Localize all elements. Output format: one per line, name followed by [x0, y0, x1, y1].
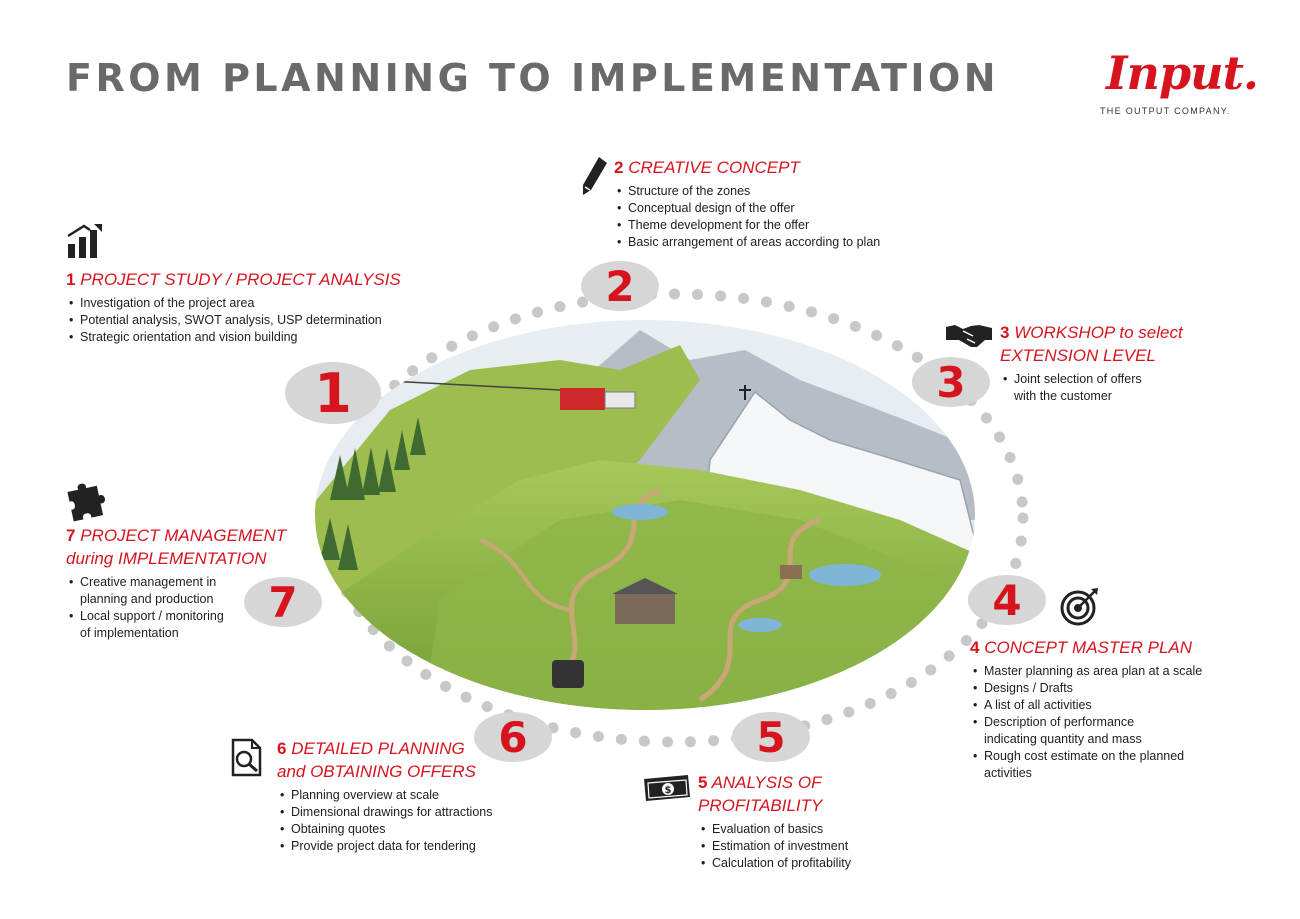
- logo-tagline: THE OUTPUT COMPANY.: [1100, 106, 1231, 116]
- list-item: Creative management in: [66, 574, 316, 591]
- step-1-list: Investigation of the project area Potent…: [66, 295, 426, 346]
- money-icon: $: [644, 775, 690, 801]
- list-item: Joint selection of offers: [1000, 371, 1220, 388]
- list-item: A list of all activities: [970, 697, 1260, 714]
- step-5-list: Evaluation of basics Estimation of inves…: [698, 821, 918, 872]
- step-3-title-text: WORKSHOP to select: [1014, 323, 1183, 342]
- list-item: Local support / monitoring: [66, 608, 316, 625]
- list-item: Designs / Drafts: [970, 680, 1260, 697]
- list-item: Potential analysis, SWOT analysis, USP d…: [66, 312, 426, 329]
- step-3-title-line2: EXTENSION LEVEL: [1000, 346, 1156, 365]
- step-2-block: 2 CREATIVE CONCEPT Structure of the zone…: [614, 156, 934, 251]
- input-logo: Input. THE OUTPUT COMPANY.: [1100, 46, 1259, 116]
- list-item: Basic arrangement of areas according to …: [614, 234, 934, 251]
- list-item-continued: activities: [984, 766, 1032, 780]
- step-3-badge: 3: [912, 357, 990, 407]
- step-4-number: 4: [970, 638, 980, 657]
- step-6-title-line2: and OBTAINING OFFERS: [277, 762, 477, 781]
- document-search-icon: [231, 738, 262, 777]
- step-5-title-line2: PROFITABILITY: [698, 796, 823, 815]
- list-item-continued: planning and production: [80, 592, 214, 606]
- step-7-list: Creative management in planning and prod…: [66, 574, 316, 642]
- list-item-continued: indicating quantity and mass: [984, 732, 1142, 746]
- step-2-title: 2 CREATIVE CONCEPT: [614, 156, 934, 179]
- step-7-title: 7 PROJECT MANAGEMENT during IMPLEMENTATIO…: [66, 524, 316, 570]
- step-7-block: 7 PROJECT MANAGEMENT during IMPLEMENTATIO…: [66, 524, 316, 642]
- step-4-title-text: CONCEPT MASTER PLAN: [984, 638, 1193, 657]
- step-6-title: 6 DETAILED PLANNING and OBTAINING OFFERS: [277, 737, 547, 783]
- step-7-title-text: PROJECT MANAGEMENT: [80, 526, 287, 545]
- step-5-badge: 5: [732, 712, 810, 762]
- step-1-title: 1 PROJECT STUDY / PROJECT ANALYSIS: [66, 268, 426, 291]
- list-item: Calculation of profitability: [698, 855, 918, 872]
- handshake-icon: [946, 325, 992, 347]
- step-4-block: 4 CONCEPT MASTER PLAN Master planning as…: [970, 636, 1260, 782]
- step-1-number: 1: [66, 270, 76, 289]
- step-5-block: 5 ANALYSIS OF PROFITABILITY Evaluation of…: [698, 771, 918, 872]
- step-6-badge: 6: [474, 712, 552, 762]
- list-item: Rough cost estimate on the planned: [970, 748, 1260, 765]
- step-4-title: 4 CONCEPT MASTER PLAN: [970, 636, 1260, 659]
- step-3-number: 3: [1000, 323, 1010, 342]
- list-item: Master planning as area plan at a scale: [970, 663, 1260, 680]
- page-title: FROM PLANNING TO IMPLEMENTATION: [66, 56, 1000, 100]
- step-1-badge: 1: [285, 362, 381, 425]
- list-item: Theme development for the offer: [614, 217, 934, 234]
- step-6-title-text: DETAILED PLANNING: [291, 739, 465, 758]
- pencil-icon: [583, 157, 607, 195]
- list-item: Estimation of investment: [698, 838, 918, 855]
- list-item: Strategic orientation and vision buildin…: [66, 329, 426, 346]
- step-7-number: 7: [66, 526, 76, 545]
- list-item: Dimensional drawings for attractions: [277, 804, 547, 821]
- step-1-title-text: PROJECT STUDY / PROJECT ANALYSIS: [80, 270, 401, 289]
- step-5-title: 5 ANALYSIS OF PROFITABILITY: [698, 771, 918, 817]
- svg-text:$: $: [665, 785, 672, 796]
- list-item: Evaluation of basics: [698, 821, 918, 838]
- list-item-continued: with the customer: [1014, 389, 1112, 403]
- puzzle-icon: [67, 483, 105, 522]
- step-5-title-text: ANALYSIS OF: [711, 773, 822, 792]
- list-item: Obtaining quotes: [277, 821, 547, 838]
- step-2-number: 2: [614, 158, 624, 177]
- list-item: Investigation of the project area: [66, 295, 426, 312]
- list-item: Structure of the zones: [614, 183, 934, 200]
- list-item: Provide project data for tendering: [277, 838, 547, 855]
- step-6-number: 6: [277, 739, 287, 758]
- step-4-badge: 4: [968, 575, 1046, 625]
- list-item: Planning overview at scale: [277, 787, 547, 804]
- step-2-badge: 2: [581, 261, 659, 311]
- list-item-continued: of implementation: [80, 626, 179, 640]
- step-1-block: 1 PROJECT STUDY / PROJECT ANALYSIS Inves…: [66, 268, 426, 346]
- step-6-list: Planning overview at scale Dimensional d…: [277, 787, 547, 855]
- step-2-title-text: CREATIVE CONCEPT: [628, 158, 800, 177]
- list-item: Description of performance: [970, 714, 1260, 731]
- step-2-list: Structure of the zones Conceptual design…: [614, 183, 934, 251]
- chart-bars-icon: [67, 224, 102, 258]
- logo-wordmark: Input.: [1106, 46, 1259, 100]
- step-5-number: 5: [698, 773, 708, 792]
- step-3-list: Joint selection of offers with the custo…: [1000, 371, 1220, 405]
- target-icon: [1060, 588, 1098, 626]
- list-item: Conceptual design of the offer: [614, 200, 934, 217]
- step-4-list: Master planning as area plan at a scale …: [970, 663, 1260, 782]
- step-7-title-line2: during IMPLEMENTATION: [66, 549, 267, 568]
